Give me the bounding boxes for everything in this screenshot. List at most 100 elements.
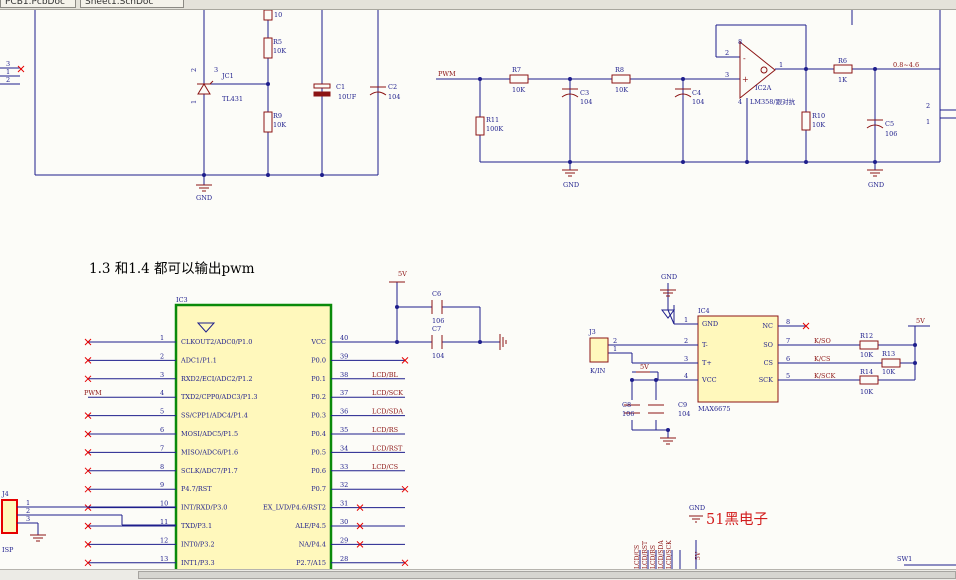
thermocouple-input-network [608, 283, 698, 438]
svg-text:10: 10 [274, 11, 282, 19]
junctions-top-right [478, 67, 877, 164]
svg-text:1: 1 [779, 61, 783, 69]
svg-text:104: 104 [388, 93, 400, 101]
svg-text:1: 1 [26, 499, 30, 507]
svg-text:LM358/跟对抗: LM358/跟对抗 [750, 97, 796, 106]
ic3-pin-name: VCC [310, 338, 326, 346]
ic3-noconnect-32 [401, 485, 409, 493]
labels-ic4: IC4 MAX6675 [698, 307, 731, 413]
ic3-pin-name: INT0/P3.2 [181, 540, 215, 548]
ic3-noconnect-7-b [84, 449, 92, 456]
ic4-pin-number: 5 [786, 372, 790, 380]
ic4-net-label: K/SCK [814, 372, 835, 380]
ic3-pin-name: P0.4 [311, 430, 326, 438]
ic3-pin-name: MISO/ADC6/P1.6 [181, 448, 238, 456]
tab-pcb-doc[interactable]: PCB1.PcbDoc [0, 0, 76, 8]
resistor-r5 [263, 37, 273, 59]
capacitor-c2 [369, 86, 387, 96]
svg-text:4: 4 [738, 98, 742, 106]
ic3-noconnect-28-b [401, 559, 409, 567]
ic3-pin-number: 40 [340, 334, 348, 342]
ic3-noconnect-13 [84, 559, 92, 567]
ic3-pin-number: 5 [160, 408, 164, 416]
ic3-noconnect-9-b [84, 485, 92, 493]
ic3-pin-name: NA/P4.4 [299, 540, 326, 548]
junctions-pullup [630, 343, 917, 432]
svg-text:R13: R13 [882, 350, 895, 358]
svg-text:+: + [742, 75, 749, 84]
svg-text:5V: 5V [916, 317, 925, 325]
ic3-noconnect-31-b [356, 504, 364, 511]
svg-text:104: 104 [678, 410, 690, 418]
svg-text:C4: C4 [692, 89, 701, 97]
horizontal-scrollbar-thumb[interactable] [138, 571, 956, 579]
schematic-drawing: 3 1 2 10 R5 10K R9 10K JC1 TL431 C1 10UF… [0, 9, 956, 580]
svg-text:C6: C6 [432, 290, 441, 298]
svg-text:10K: 10K [882, 368, 895, 376]
ic3-pin-name: P0.0 [311, 356, 326, 364]
reference-voltage-circuit [0, 10, 379, 185]
ic3-pin-number: 7 [160, 444, 164, 452]
svg-text:J3: J3 [588, 328, 596, 336]
capacitor-c4 [674, 88, 692, 98]
tab-sch-doc[interactable]: Sheet1.SchDoc [80, 0, 184, 8]
ic3-pin-number: 11 [160, 518, 168, 526]
labels-decoupling: C6 106 C7 104 5V [398, 270, 444, 360]
svg-text:PWM: PWM [438, 70, 456, 78]
svg-text:GND: GND [563, 181, 579, 189]
ic3-noconnect-1 [84, 338, 92, 346]
ic4-pin-name: T+ [702, 359, 712, 367]
thermocouple-gnd-arrow [661, 309, 675, 319]
ic3-noconnect-39 [401, 357, 409, 364]
pwm-filter-circuit [436, 10, 956, 170]
ic3-noconnect-8-b [84, 467, 92, 475]
capacitor-c6 [431, 300, 443, 314]
svg-text:R12: R12 [860, 332, 873, 340]
noconnect-top-left [17, 65, 25, 73]
svg-text:-: - [743, 54, 746, 63]
gnd-symbol-bottom [689, 515, 703, 523]
ic3-noconnect-11 [84, 522, 92, 530]
resistor-r9 [263, 111, 273, 133]
svg-text:1: 1 [6, 68, 10, 76]
ic3-pin-number: 37 [340, 389, 348, 397]
isp-connector-j4 [1, 499, 176, 542]
ic3-pin-name: RXD2/ECI/ADC2/P1.2 [181, 375, 252, 383]
svg-text:10UF: 10UF [338, 93, 357, 101]
ic3-noconnect-30-b [356, 522, 364, 530]
svg-text:IC2A: IC2A [755, 84, 772, 92]
svg-text:10K: 10K [512, 86, 525, 94]
ic3-pin-number: 10 [160, 500, 168, 508]
svg-text:LCD/SDA: LCD/SDA [658, 540, 665, 569]
ic3-noconnect-6-b [84, 430, 92, 438]
svg-text:IC4: IC4 [698, 307, 710, 315]
svg-text:LCD/SCK: LCD/SCK [666, 540, 673, 569]
ic3-net-label: LCD/RST [372, 444, 403, 452]
ic3-pin-number: 8 [160, 463, 164, 471]
ic3-net-label: LCD/SDA [372, 408, 403, 416]
ic3-pin-number: 35 [340, 426, 348, 434]
ic4-pin-name: NC [762, 322, 773, 330]
svg-text:R7: R7 [512, 66, 521, 74]
ic4-pin-number: 2 [684, 337, 688, 345]
ic3-pin-number: 28 [340, 555, 348, 563]
svg-text:3: 3 [26, 515, 30, 523]
capacitor-c1 [313, 83, 331, 97]
gnd-symbol-top-left [196, 184, 212, 192]
svg-text:R10: R10 [812, 112, 825, 120]
svg-text:1: 1 [190, 100, 198, 104]
mcu-orientation-mark [196, 322, 216, 333]
svg-text:J4: J4 [1, 490, 9, 498]
horizontal-scrollbar[interactable] [0, 569, 956, 580]
ic3-pin-name: SCLK/ADC7/P1.7 [181, 467, 238, 475]
ic3-pin-name: P0.3 [311, 412, 326, 420]
resistor-r12 [859, 340, 879, 350]
svg-text:1K: 1K [838, 76, 847, 84]
resistor-r8 [611, 74, 631, 84]
ic3-noconnect-9 [84, 485, 92, 493]
ic3-pin-number: 6 [160, 426, 164, 434]
gnd-symbols-top-right [562, 169, 883, 177]
resistor-r11 [475, 116, 485, 136]
schematic-canvas[interactable]: 3 1 2 10 R5 10K R9 10K JC1 TL431 C1 10UF… [0, 9, 956, 580]
